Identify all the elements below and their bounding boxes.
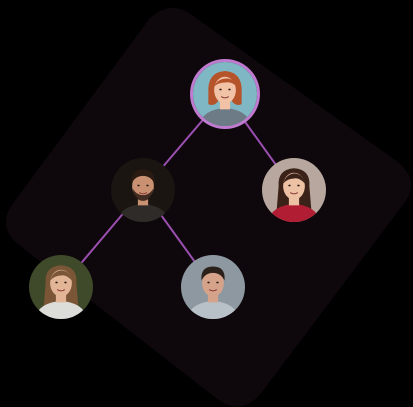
avatar-man-beard[interactable] — [111, 158, 175, 222]
portrait-icon — [111, 158, 175, 222]
avatar-woman-red-top[interactable] — [262, 158, 326, 222]
avatar-woman-long-hair[interactable] — [29, 255, 93, 319]
portrait-icon — [262, 158, 326, 222]
rotated-rounded-panel — [5, 8, 412, 407]
portrait-icon — [181, 255, 245, 319]
avatar-root-woman-red-hair[interactable] — [193, 62, 257, 126]
portrait-icon — [193, 62, 257, 126]
portrait-icon — [29, 255, 93, 319]
avatar-man-shirt[interactable] — [181, 255, 245, 319]
